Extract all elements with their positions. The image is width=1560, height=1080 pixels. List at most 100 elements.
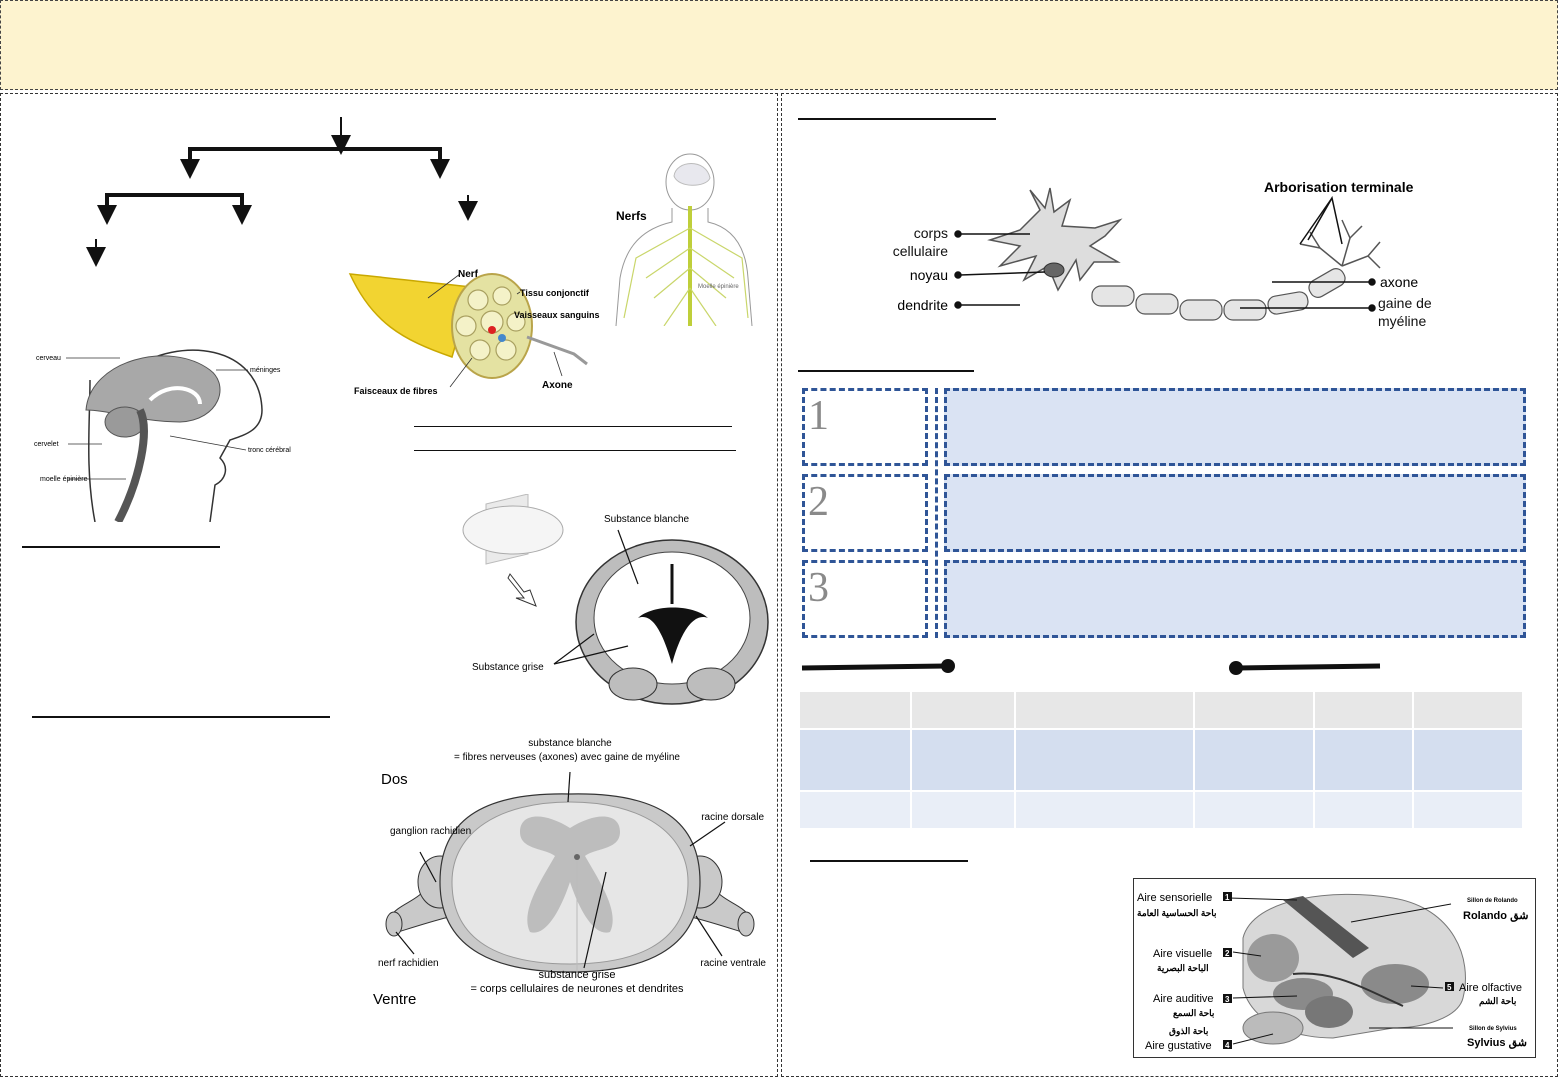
badge-1: 1	[1225, 893, 1230, 902]
label-substance-blanche: Substance blanche	[604, 514, 690, 525]
label-racine-ventrale: racine ventrale	[700, 958, 766, 969]
table-cell[interactable]	[1014, 728, 1196, 792]
nerve-section-figure: Nerf Tissu conjonctif Vaisseaux sanguins…	[348, 269, 600, 396]
label-aire-auditive: Aire auditive	[1153, 993, 1214, 1005]
label-ganglion: ganglion rachidien	[390, 826, 471, 837]
step-divider	[935, 388, 938, 638]
section-separator-lines	[801, 659, 1381, 675]
label-axone-neuron: axone	[1380, 274, 1418, 290]
label-corps-cellulaire: corps cellulaire	[892, 225, 948, 259]
label-aire-gustative: Aire gustative	[1145, 1040, 1212, 1052]
head-brain-figure: cerveau méninges cervelet tronc cérébral…	[34, 349, 291, 522]
label-aire-sensorielle: Aire sensorielle	[1137, 892, 1212, 904]
label-aire-visuelle-ar: الباحة البصرية	[1157, 963, 1209, 974]
label-nerf: Nerf	[458, 269, 479, 280]
body-nerves-figure: Nerfs Moelle épinière	[615, 153, 753, 326]
step-number-box-3	[802, 560, 928, 638]
table-cell[interactable]	[910, 728, 1017, 792]
summary-table	[797, 690, 1525, 830]
heading-underline-1	[22, 546, 220, 548]
label-sb-desc: = fibres nerveuses (axones) avec gaine d…	[454, 752, 680, 763]
title-banner	[0, 0, 1558, 90]
spinal-cord-figure: substance blanche = fibres nerveuses (ax…	[373, 738, 766, 1008]
brain-section-figure: Substance blanche Substance grise	[462, 494, 769, 705]
label-sylvius: Sylvius شق	[1467, 1037, 1527, 1049]
label-cervelet: cervelet	[34, 441, 59, 448]
answer-line-1	[414, 426, 732, 427]
table-cell[interactable]	[1313, 690, 1414, 730]
table-cell[interactable]	[1193, 690, 1316, 730]
label-aire-olfactive: Aire olfactive	[1459, 982, 1522, 994]
table-cell[interactable]	[1193, 790, 1316, 830]
label-tronc: tronc cérébral	[248, 447, 291, 454]
label-nerf-rachidien: nerf rachidien	[378, 958, 439, 969]
label-moelle: moelle épinière	[40, 476, 88, 483]
table-header-row	[797, 690, 1525, 730]
step-content-box-2[interactable]	[944, 474, 1526, 552]
cortex-areas-figure: Aire sensorielle باحة الحساسية العامة Ai…	[1133, 878, 1536, 1058]
table-cell[interactable]	[910, 790, 1017, 830]
table-cell[interactable]	[797, 728, 913, 792]
label-aire-olfactive-ar: باحة الشم	[1479, 996, 1516, 1007]
label-nerfs: Nerfs	[616, 209, 647, 223]
table-cell[interactable]	[1411, 690, 1525, 730]
badge-2: 2	[1225, 949, 1230, 958]
table-row	[797, 790, 1525, 830]
step-number-2: 2	[808, 479, 829, 525]
heading-underline-2	[32, 716, 330, 718]
badge-4: 4	[1225, 1041, 1230, 1050]
table-cell[interactable]	[910, 690, 1017, 730]
label-racine-dorsale: racine dorsale	[701, 812, 764, 823]
heading-underline-3	[798, 118, 996, 120]
label-meninges: méninges	[250, 367, 281, 374]
step-number-box-1	[802, 388, 928, 466]
label-sg-desc: = corps cellulaires de neurones et dendr…	[470, 983, 684, 995]
table-cell[interactable]	[1411, 728, 1525, 792]
heading-underline-4	[798, 370, 974, 372]
label-ventre: Ventre	[373, 991, 416, 1008]
table-cell[interactable]	[1313, 728, 1414, 792]
left-panel	[0, 93, 778, 1077]
label-moelle-epiniere: Moelle épinière	[698, 284, 739, 290]
table-cell[interactable]	[797, 790, 913, 830]
label-sb-title: substance blanche	[528, 738, 612, 749]
label-aire-sensorielle-ar: باحة الحساسية العامة	[1137, 908, 1217, 918]
badge-5: 5	[1447, 983, 1452, 992]
step-content-box-1[interactable]	[944, 388, 1526, 466]
label-noyau: noyau	[910, 267, 948, 283]
hierarchy-arrows	[86, 117, 478, 267]
neuron-figure: Arborisation terminale corps cellulaire …	[892, 179, 1432, 329]
label-vaisseaux: Vaisseaux sanguins	[514, 310, 600, 320]
table-row	[797, 728, 1525, 792]
label-gaine: gaine de myéline	[1378, 295, 1432, 329]
table-cell[interactable]	[1014, 690, 1196, 730]
step-number-box-2	[802, 474, 928, 552]
label-faisceaux: Faisceaux de fibres	[354, 386, 438, 396]
heading-underline-5	[810, 860, 968, 862]
label-tissu: Tissu conjonctif	[520, 288, 590, 298]
badge-3: 3	[1225, 995, 1230, 1004]
step-number-3: 3	[808, 565, 829, 611]
label-arborisation: Arborisation terminale	[1264, 179, 1414, 195]
label-sillon-rolando-small: Sillon de Rolando	[1467, 898, 1518, 904]
label-dos: Dos	[381, 771, 408, 788]
label-axone: Axone	[542, 380, 573, 391]
table-cell[interactable]	[1014, 790, 1196, 830]
label-rolando: Rolando شق	[1463, 910, 1528, 922]
table-cell[interactable]	[797, 690, 913, 730]
label-sg-title: substance grise	[538, 969, 615, 981]
table-cell[interactable]	[1411, 790, 1525, 830]
step-number-1: 1	[808, 393, 829, 439]
label-cerveau: cerveau	[36, 355, 61, 362]
answer-line-2	[414, 450, 736, 451]
label-substance-grise: Substance grise	[472, 662, 544, 673]
label-aire-auditive-ar: باحة السمع	[1173, 1008, 1214, 1019]
label-aire-visuelle: Aire visuelle	[1153, 948, 1212, 960]
right-panel	[781, 93, 1558, 1077]
table-cell[interactable]	[1193, 728, 1316, 792]
label-aire-gustative-ar: باحة الذوق	[1169, 1026, 1208, 1037]
table-cell[interactable]	[1313, 790, 1414, 830]
label-dendrite: dendrite	[897, 297, 948, 313]
label-sillon-sylvius-small: Sillon de Sylvius	[1469, 1026, 1517, 1032]
step-content-box-3[interactable]	[944, 560, 1526, 638]
